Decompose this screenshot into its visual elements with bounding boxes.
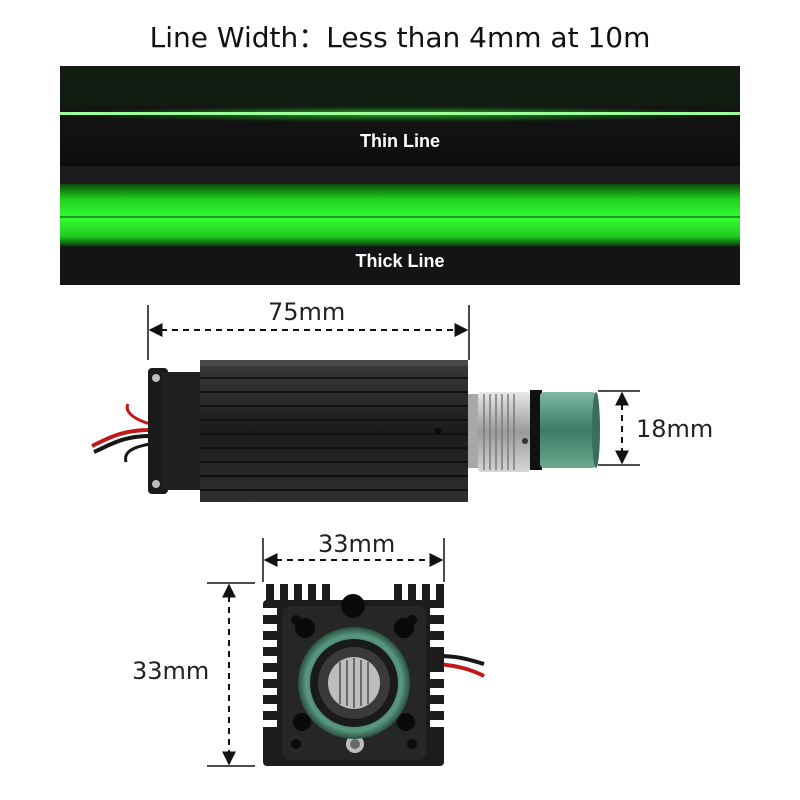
focus-collar bbox=[468, 392, 530, 472]
thin-line-label: Thin Line bbox=[360, 131, 440, 151]
lens-front bbox=[298, 627, 410, 739]
page-title: Line Width：Less than 4mm at 10m bbox=[149, 21, 651, 54]
lens-barrel bbox=[530, 390, 600, 470]
beam-comparison-graphic bbox=[60, 66, 740, 285]
thick-laser-line bbox=[60, 184, 740, 246]
thick-line-label: Thick Line bbox=[355, 251, 445, 271]
side-view bbox=[91, 305, 640, 502]
thin-laser-line bbox=[60, 112, 740, 115]
length-dimension-label: 75mm bbox=[268, 298, 346, 326]
heatsink-body bbox=[200, 360, 468, 502]
beam-comparison-panel: Thin Line Thick Line bbox=[60, 66, 740, 285]
height-dimension-label: 33mm bbox=[132, 657, 210, 685]
width-dimension-label: 33mm bbox=[318, 530, 396, 558]
diameter-dimension-label: 18mm bbox=[636, 415, 714, 443]
power-wires bbox=[91, 403, 151, 463]
front-view bbox=[207, 538, 485, 767]
